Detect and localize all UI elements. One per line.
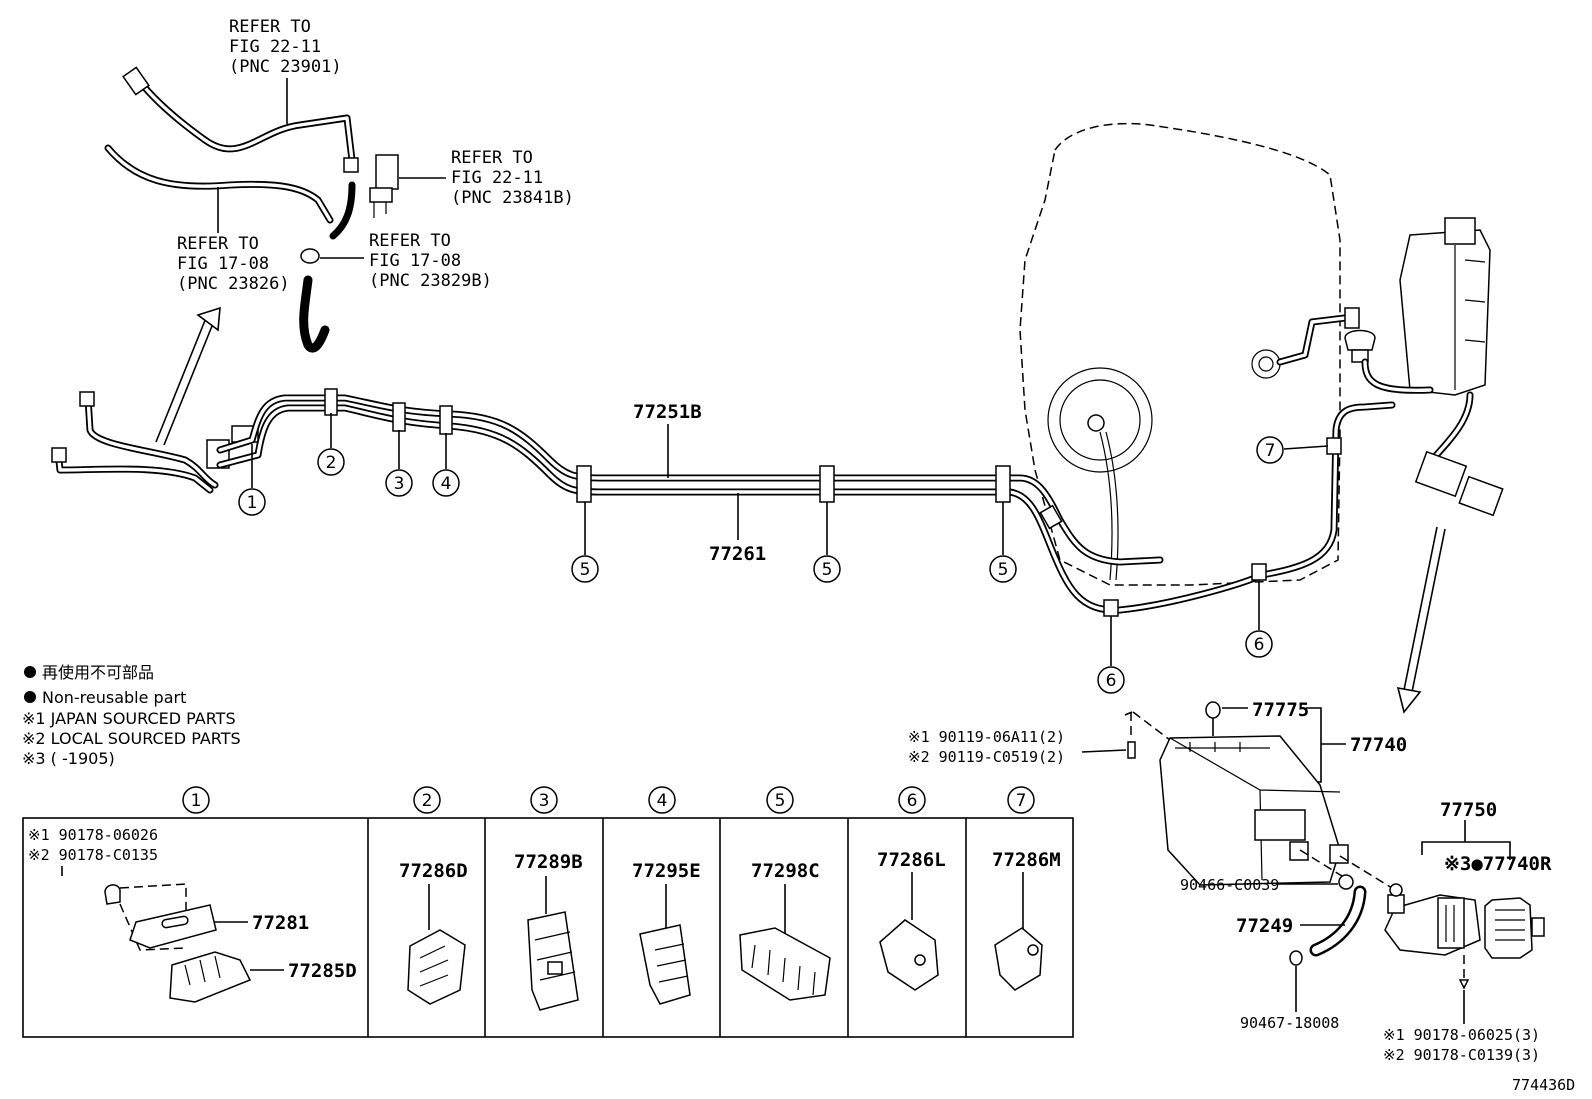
bolt-japan: ※1 90119-06A11(2) [908, 728, 1065, 746]
fuel-gauge-opening [1047, 367, 1153, 581]
col1-bolt-local: ※2 90178-C0135 [28, 846, 158, 864]
part-90467-18008: 90467-18008 [1240, 1014, 1339, 1032]
ref-23826-line2: FIG 17-08 [177, 254, 269, 274]
upper-left-hoses [104, 66, 399, 353]
callout-4: 4 [441, 474, 452, 494]
canister-detail: 77775 77740 ※1 90119-06A11(2) ※2 90119-C… [908, 699, 1552, 1064]
ref-23901-line1: REFER TO [229, 17, 311, 37]
legend-local-sourced: ※2 LOCAL SOURCED PARTS [22, 729, 241, 748]
ref-23829b-line1: REFER TO [369, 231, 451, 251]
clip-detail-table: 1 2 3 4 5 6 7 ※1 90178-06026 ※2 90178-C0… [22, 786, 1074, 1038]
fuel-tank-outline [1019, 122, 1341, 586]
clip-callouts: 1 2 3 4 5 5 5 6 6 7 [238, 413, 1329, 694]
table-header-7: 7 [1016, 791, 1027, 811]
part-77740r: ※3●77740R [1444, 853, 1552, 875]
callout-5c: 5 [998, 560, 1009, 580]
table-header-2: 2 [422, 791, 433, 811]
callout-2: 2 [326, 453, 337, 473]
part-77285d: 77285D [288, 960, 357, 982]
table-header-6: 6 [907, 791, 918, 811]
part-77295e: 77295E [632, 860, 701, 882]
bolt-local: ※2 90119-C0519(2) [908, 748, 1065, 766]
legend-note-3: ※3 ( -1905) [22, 749, 115, 768]
pipe-labels: 77251B 77261 [633, 401, 766, 565]
table-header-3: 3 [539, 791, 550, 811]
ref-23841b-line2: FIG 22-11 [451, 168, 543, 188]
canister-installed [1251, 217, 1504, 517]
ref-23826-line3: (PNC 23826) [177, 274, 290, 294]
assembly-arrow [155, 306, 221, 446]
figure-id: 774436D [1512, 1076, 1575, 1094]
reference-23841b: REFER TO FIG 22-11 (PNC 23841B) [399, 148, 574, 208]
pipe-upper-label: 77251B [633, 401, 702, 423]
table-header-5: 5 [775, 791, 786, 811]
part-90466-c0039: 90466-C0039 [1180, 876, 1279, 894]
part-77740: 77740 [1350, 734, 1407, 756]
ref-23901-line2: FIG 22-11 [229, 37, 321, 57]
table-header-4: 4 [657, 791, 668, 811]
screw-japan: ※1 90178-06025(3) [1383, 1026, 1540, 1044]
ref-23829b-line3: (PNC 23829B) [369, 271, 492, 291]
callout-6a: 6 [1106, 671, 1117, 691]
legend-non-reusable-jp: 再使用不可部品 [42, 663, 154, 682]
table-header-1: 1 [191, 791, 202, 811]
part-77286d: 77286D [399, 860, 468, 882]
part-77298c: 77298C [751, 860, 820, 882]
explode-line [1124, 711, 1133, 716]
screw-local: ※2 90178-C0139(3) [1383, 1046, 1540, 1064]
ref-23826-line1: REFER TO [177, 234, 259, 254]
callout-1: 1 [247, 493, 258, 513]
part-77775: 77775 [1252, 699, 1309, 721]
part-77289b: 77289B [514, 851, 583, 873]
ref-23841b-line1: REFER TO [451, 148, 533, 168]
reference-23829b: REFER TO FIG 17-08 (PNC 23829B) [320, 231, 492, 291]
callout-7: 7 [1265, 441, 1276, 461]
ref-23829b-line2: FIG 17-08 [369, 251, 461, 271]
pipe-assembly [51, 388, 1396, 617]
callout-5a: 5 [580, 560, 591, 580]
part-77249: 77249 [1236, 915, 1293, 937]
part-77286m: 77286M [992, 849, 1061, 871]
callout-5b: 5 [822, 560, 833, 580]
legend: 再使用不可部品 Non-reusable part ※1 JAPAN SOURC… [22, 663, 241, 768]
ref-23901-line3: (PNC 23901) [229, 57, 342, 77]
legend-japan-sourced: ※1 JAPAN SOURCED PARTS [22, 709, 236, 728]
part-77750: 77750 [1440, 799, 1497, 821]
ref-23841b-line3: (PNC 23841B) [451, 188, 574, 208]
legend-non-reusable-en: Non-reusable part [42, 688, 186, 707]
reference-23826: REFER TO FIG 17-08 (PNC 23826) [177, 187, 290, 294]
part-77281: 77281 [252, 912, 309, 934]
part-77286l: 77286L [877, 849, 946, 871]
reference-23901: REFER TO FIG 22-11 (PNC 23901) [229, 17, 342, 124]
callout-3: 3 [394, 474, 405, 494]
canister-arrow [1396, 526, 1446, 714]
pipe-lower-label: 77261 [709, 543, 766, 565]
col1-bolt-japan: ※1 90178-06026 [28, 826, 158, 844]
callout-6b: 6 [1254, 635, 1265, 655]
